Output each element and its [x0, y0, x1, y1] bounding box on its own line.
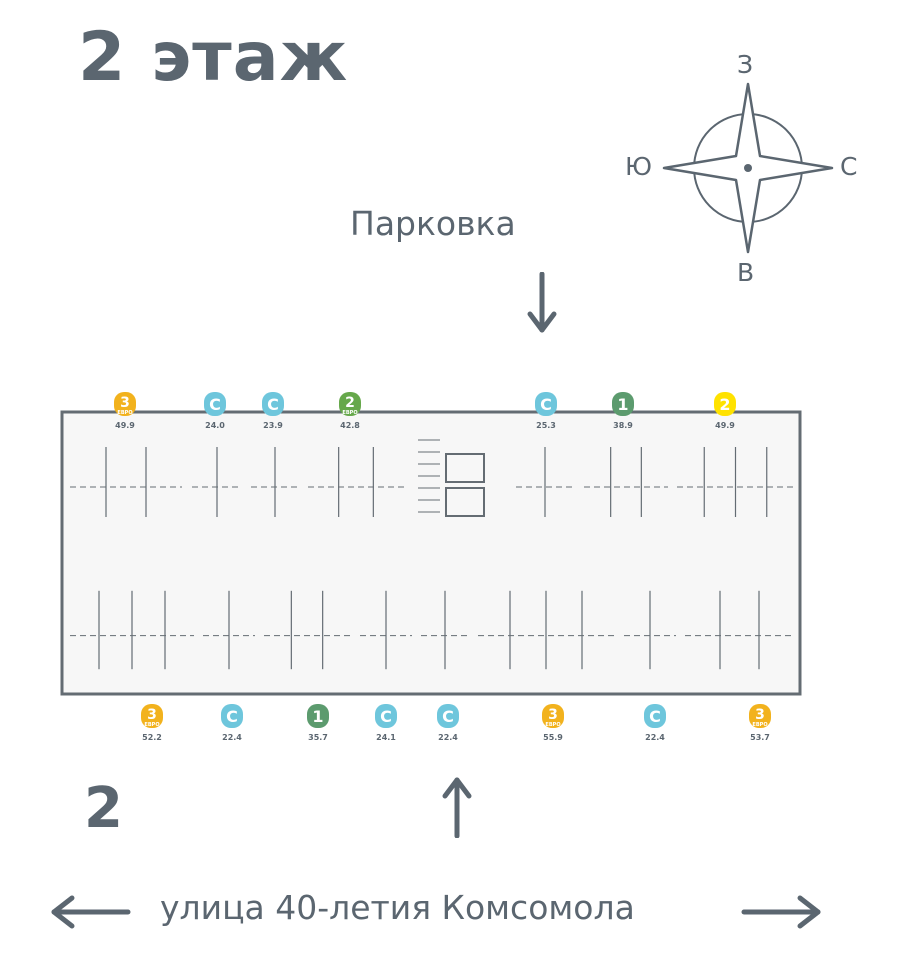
apartment-badge[interactable]: 249.9: [714, 392, 736, 430]
compass-rose-icon: [662, 82, 834, 254]
apartment-badge[interactable]: С 22.4: [437, 704, 459, 742]
apartment-badge[interactable]: С 22.4: [221, 704, 243, 742]
floor-plan: 3ЕВРО49.9С24.0С23.92ЕВРО42.8С25.3138.924…: [60, 392, 802, 742]
section-number: 2: [84, 776, 123, 841]
badge-pill: [542, 704, 564, 728]
badge-pill: [204, 392, 226, 416]
badge-type: С: [209, 395, 221, 414]
badge-type: 2: [345, 395, 355, 411]
street-label: улица 40-летия Комсомола: [160, 888, 635, 927]
badge-pill: [339, 392, 361, 416]
apartment-area: 35.7: [308, 733, 328, 742]
apartment-area: 42.8: [340, 421, 360, 430]
badge-type: 3: [147, 707, 157, 723]
parking-label: Парковка: [350, 204, 516, 243]
badge-pill: [535, 392, 557, 416]
compass-south-label: В: [737, 258, 755, 287]
badge-pill: [141, 704, 163, 728]
arrow-down-icon: [527, 272, 557, 333]
apartment-badge[interactable]: 138.9: [612, 392, 634, 430]
apartment-area: 53.7: [750, 733, 770, 742]
apartment-area: 22.4: [645, 733, 665, 742]
badge-pill: [714, 392, 736, 416]
badge-pill: [644, 704, 666, 728]
arrow-right-icon: [741, 895, 821, 929]
badge-type: С: [649, 707, 661, 726]
apartment-badge[interactable]: С 24.0: [204, 392, 226, 430]
badge-type: 1: [312, 707, 323, 726]
apartment-badge[interactable]: С 23.9: [262, 392, 284, 430]
compass-north-label: З: [737, 50, 754, 79]
badge-type: 3: [548, 707, 558, 723]
apartment-area: 38.9: [613, 421, 633, 430]
badge-type: С: [267, 395, 279, 414]
apartment-badge[interactable]: С 25.3: [535, 392, 557, 430]
badge-pill: [307, 704, 329, 728]
badge-type: С: [540, 395, 552, 414]
badge-pill: [375, 704, 397, 728]
badge-type: С: [442, 707, 454, 726]
apartment-area: 23.9: [263, 421, 283, 430]
apartment-area: 49.9: [715, 421, 735, 430]
badge-pill: [437, 704, 459, 728]
apartment-area: 49.9: [115, 421, 135, 430]
badge-type: С: [226, 707, 238, 726]
badge-euro: ЕВРО: [144, 722, 159, 728]
badge-type: 2: [719, 395, 730, 414]
apartment-area: 22.4: [438, 733, 458, 742]
badge-pill: [612, 392, 634, 416]
elevator: [445, 487, 485, 517]
badge-euro: ЕВРО: [117, 410, 132, 416]
arrow-up-icon: [442, 777, 472, 838]
apartment-badge[interactable]: С 24.1: [375, 704, 397, 742]
badge-pill: [749, 704, 771, 728]
apartment-badge[interactable]: 135.7: [307, 704, 329, 742]
compass-west-label: Ю: [625, 152, 652, 181]
badge-euro: ЕВРО: [545, 722, 560, 728]
badge-pill: [262, 392, 284, 416]
apartment-area: 24.0: [205, 421, 225, 430]
apartment-badge[interactable]: С 22.4: [644, 704, 666, 742]
floor-title: 2 этаж: [78, 18, 349, 97]
badge-type: 3: [755, 707, 765, 723]
building-outline: [60, 410, 802, 696]
badge-pill: [114, 392, 136, 416]
apartment-area: 25.3: [536, 421, 556, 430]
arrow-left-icon: [51, 895, 131, 929]
badge-type: 3: [120, 395, 130, 411]
badge-euro: ЕВРО: [752, 722, 767, 728]
apartment-area: 52.2: [142, 733, 162, 742]
apartment-area: 24.1: [376, 733, 396, 742]
compass-east-label: С: [840, 152, 858, 181]
badge-type: С: [380, 707, 392, 726]
badge-euro: ЕВРО: [342, 410, 357, 416]
badge-type: 1: [617, 395, 628, 414]
apartment-area: 22.4: [222, 733, 242, 742]
elevator: [445, 453, 485, 483]
apartment-area: 55.9: [543, 733, 563, 742]
badge-pill: [221, 704, 243, 728]
